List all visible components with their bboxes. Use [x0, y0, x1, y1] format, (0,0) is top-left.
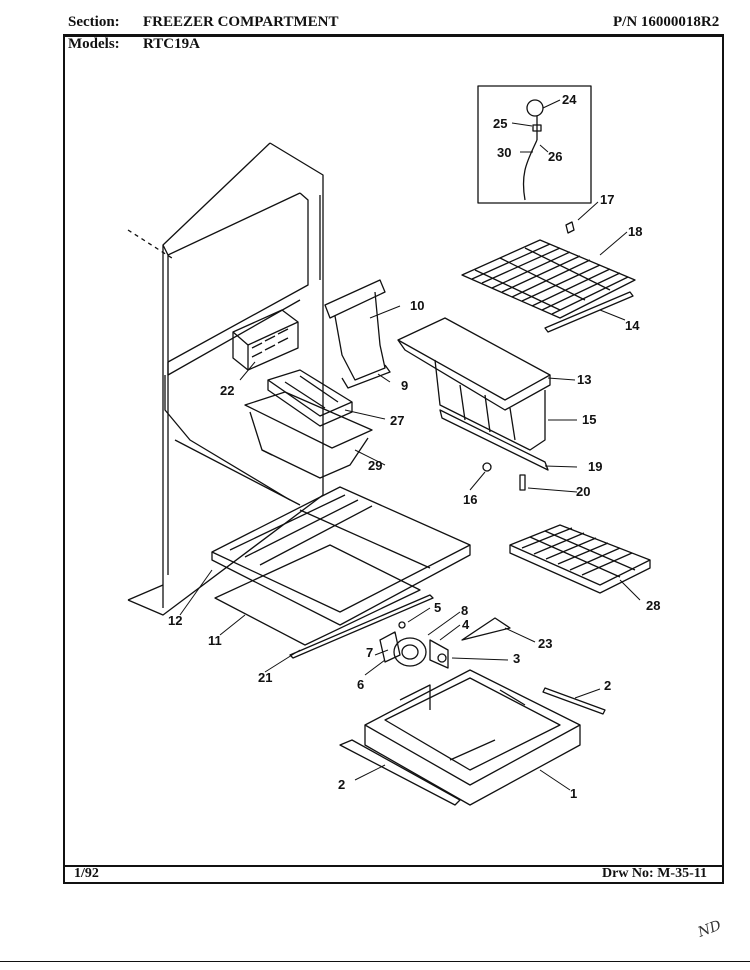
- trim-part-21: [289, 594, 434, 659]
- clip-part-17: [565, 221, 575, 234]
- shelf-rail-part-19: [439, 409, 549, 471]
- shelf-trim-part-14: [544, 291, 634, 333]
- callout-21: 21: [258, 670, 272, 685]
- callout-3: 3: [513, 651, 520, 666]
- callout-2b: 2: [338, 777, 345, 792]
- callout-6: 6: [357, 677, 364, 692]
- callout-8: 8: [461, 603, 468, 618]
- fan-assembly-parts-3-8: [379, 621, 449, 669]
- callout-19: 19: [588, 459, 602, 474]
- air-duct-part-9-10: [324, 279, 391, 389]
- screw-part-16: [482, 462, 492, 472]
- callout-7: 7: [366, 645, 373, 660]
- footer-rule: [63, 865, 724, 867]
- margin-mark: ND: [695, 918, 723, 941]
- header-rule: [63, 34, 724, 36]
- part-number: P/N 16000018R2: [613, 14, 720, 30]
- inset-detail-box: [477, 85, 592, 204]
- callout-11: 11: [208, 633, 222, 648]
- cabinet-outline: [127, 142, 324, 616]
- callout-5: 5: [434, 600, 441, 615]
- callout-2a: 2: [604, 678, 611, 693]
- ice-bucket-part-29: [244, 391, 373, 479]
- callout-26: 26: [548, 149, 562, 164]
- callout-4: 4: [462, 617, 470, 632]
- section-title: FREEZER COMPARTMENT: [143, 14, 339, 30]
- revision-date: 1/92: [74, 866, 99, 881]
- shelf-part-13: [397, 317, 551, 411]
- callout-16: 16: [463, 492, 477, 507]
- drawing-number: Drw No: M-35-11: [602, 866, 707, 881]
- ice-cube-tray-part-27: [267, 369, 353, 427]
- callout-9: 9: [401, 378, 408, 393]
- callout-27: 27: [390, 413, 404, 428]
- callout-17: 17: [600, 192, 614, 207]
- ice-tray-part-22: [232, 309, 299, 371]
- bottom-rule: [0, 961, 750, 962]
- callout-30: 30: [497, 145, 511, 160]
- callout-10: 10: [410, 298, 424, 313]
- evaporator-pan-part-1: [364, 669, 581, 806]
- drain-trough-part-23: [461, 617, 511, 641]
- callout-12: 12: [168, 613, 182, 628]
- shelf-bracket-part-15: [434, 359, 546, 451]
- models-value: RTC19A: [143, 36, 200, 52]
- diagram-frame: [63, 35, 724, 884]
- callout-28: 28: [646, 598, 660, 613]
- freezer-floor-part-12: [211, 486, 471, 626]
- callout-18: 18: [628, 224, 642, 239]
- callout-13: 13: [577, 372, 591, 387]
- gasket-part-2a: [542, 687, 606, 715]
- callout-24: 24: [562, 92, 577, 107]
- callout-22: 22: [220, 383, 234, 398]
- callout-14: 14: [625, 318, 640, 333]
- callout-15: 15: [582, 412, 596, 427]
- leader-lines: [179, 99, 641, 791]
- clip-part-20: [519, 474, 526, 491]
- callout-29: 29: [368, 458, 382, 473]
- callout-20: 20: [576, 484, 590, 499]
- wire-rack-part-28: [509, 524, 651, 594]
- callout-25: 25: [493, 116, 507, 131]
- defrost-thermostat-detail: [522, 99, 544, 201]
- callout-23: 23: [538, 636, 552, 651]
- wire-shelf-part-18: [461, 239, 636, 319]
- models-label: Models:: [68, 36, 120, 52]
- callout-1: 1: [570, 786, 577, 801]
- gasket-part-2b: [339, 739, 461, 806]
- insulation-part-11: [214, 544, 421, 646]
- section-label: Section:: [68, 14, 120, 30]
